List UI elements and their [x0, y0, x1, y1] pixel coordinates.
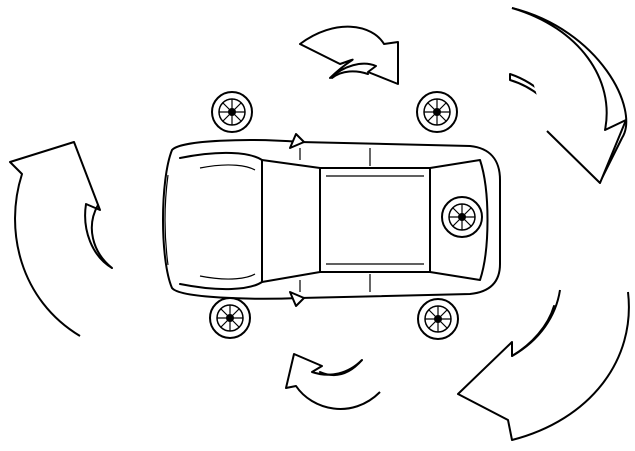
wheel-rear-left — [416, 91, 458, 133]
wheel-rear-right — [417, 298, 459, 340]
rotation-arrow-right-lower-inner — [511, 305, 555, 357]
rotation-arrow-right-lower — [457, 289, 630, 441]
rotation-arrow-bottom — [285, 353, 381, 410]
wheel-front-right — [209, 297, 251, 339]
rotation-arrow-top — [299, 25, 399, 85]
rotation-arrow-bottom-inner — [319, 359, 363, 377]
rotation-arrow-left-inner — [90, 204, 113, 269]
wheel-spare — [441, 196, 483, 238]
rotation-arrow-top-inner — [331, 70, 369, 79]
wheel-front-left — [211, 91, 253, 133]
car-body — [162, 133, 501, 307]
rotation-arrow-left — [9, 141, 113, 337]
rotation-arrow-right-upper-head — [511, 7, 627, 184]
